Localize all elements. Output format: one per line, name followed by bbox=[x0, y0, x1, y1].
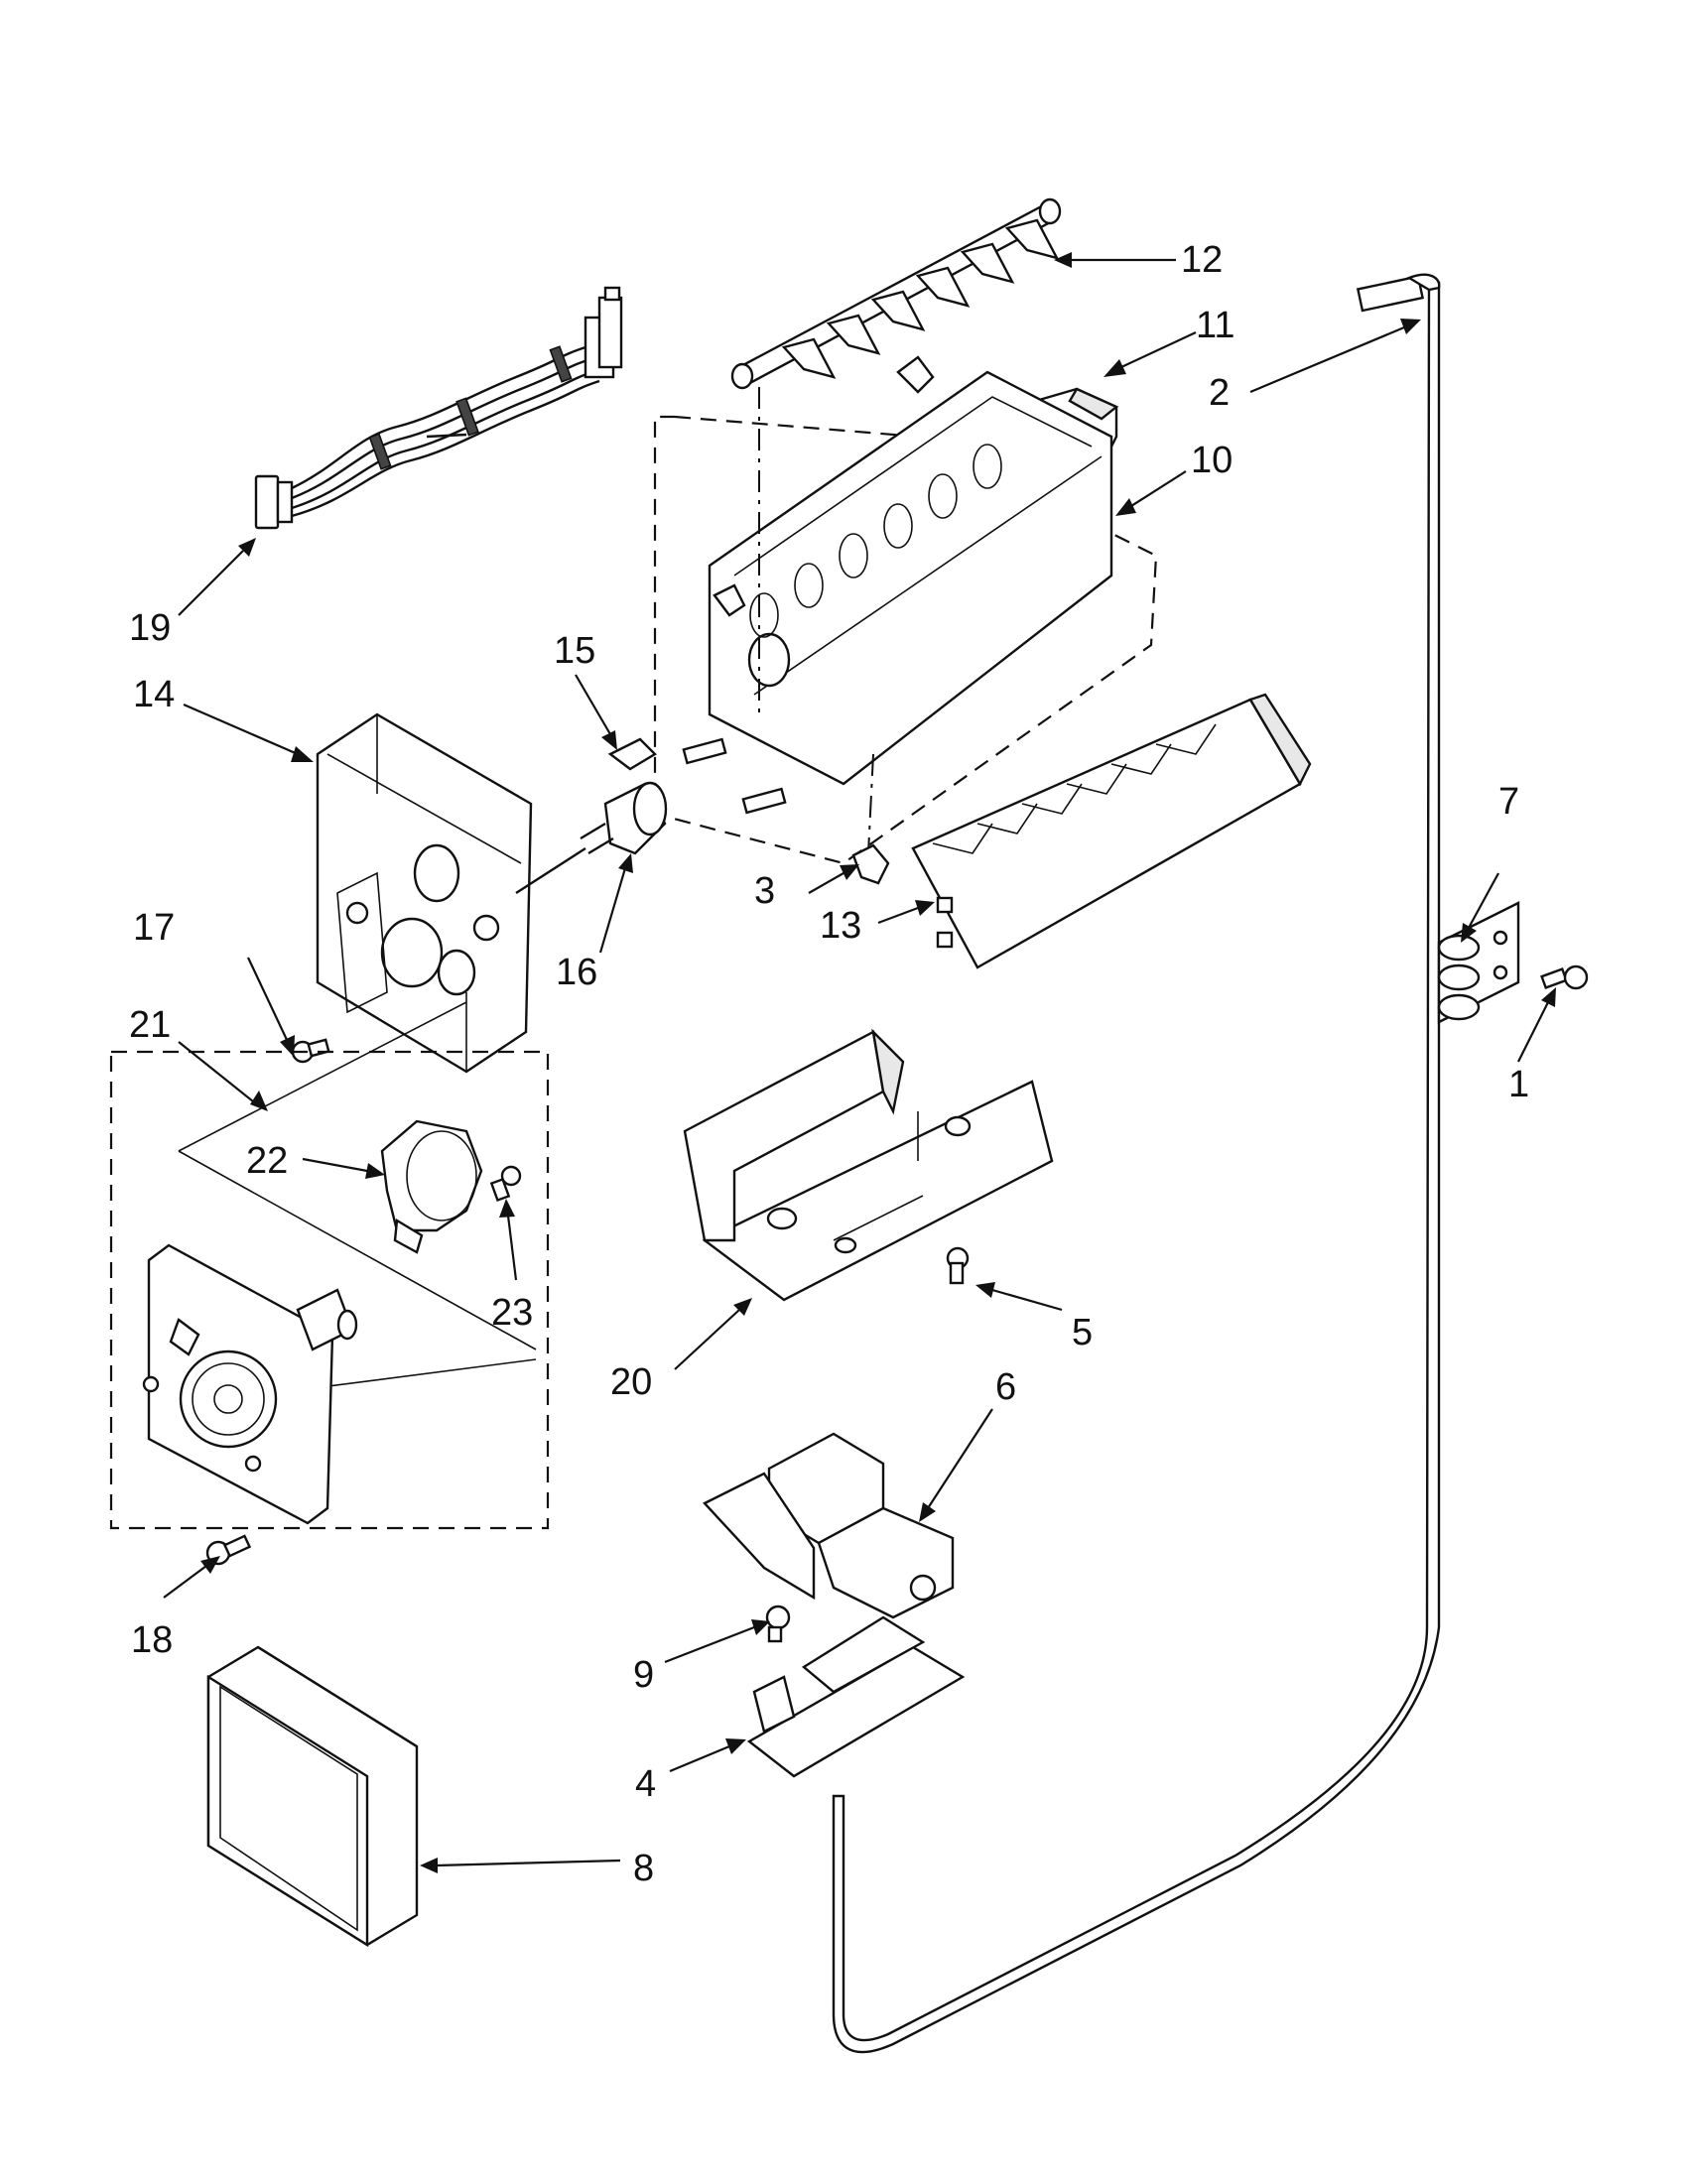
label-part-10: 10 bbox=[1191, 440, 1233, 481]
alignment-line bbox=[867, 753, 874, 854]
box-part-8 bbox=[206, 1645, 419, 1948]
motor-kit-boundary-part-21 bbox=[109, 1050, 550, 1530]
label-part-6: 6 bbox=[995, 1366, 1016, 1408]
label-part-20: 20 bbox=[610, 1361, 652, 1403]
label-part-13: 13 bbox=[820, 905, 861, 947]
label-part-18: 18 bbox=[131, 1619, 173, 1661]
tray-part-20 bbox=[683, 1028, 1054, 1302]
ejector-part-12 bbox=[730, 197, 1062, 390]
clip-part-3 bbox=[851, 843, 890, 885]
bracket-part-4 bbox=[746, 1615, 966, 1778]
connector-line bbox=[178, 1001, 467, 1152]
label-part-4: 4 bbox=[635, 1763, 656, 1805]
label-part-11: 11 bbox=[1196, 305, 1234, 346]
part-labels: 12 11 2 10 15 14 19 16 17 21 22 23 18 20… bbox=[129, 239, 1529, 1889]
label-part-8: 8 bbox=[633, 1848, 654, 1889]
connector-line bbox=[515, 846, 586, 895]
connector-line bbox=[178, 1150, 537, 1350]
label-part-16: 16 bbox=[556, 952, 597, 993]
label-part-23: 23 bbox=[491, 1292, 533, 1334]
control-housing-part-14 bbox=[316, 712, 533, 1074]
label-part-3: 3 bbox=[754, 870, 775, 912]
label-part-17: 17 bbox=[133, 907, 175, 949]
clamp-part-7 bbox=[1437, 901, 1520, 1024]
label-part-21: 21 bbox=[129, 1004, 171, 1046]
motor-plate-part-21 bbox=[142, 1243, 358, 1525]
wire-harness-part-19 bbox=[254, 286, 623, 530]
label-part-22: 22 bbox=[246, 1140, 288, 1182]
stripper-part-13 bbox=[911, 693, 1312, 969]
screw-part-9 bbox=[765, 1605, 791, 1643]
label-part-15: 15 bbox=[554, 630, 595, 672]
label-part-14: 14 bbox=[133, 674, 175, 715]
label-part-2: 2 bbox=[1209, 372, 1230, 414]
label-part-12: 12 bbox=[1181, 239, 1223, 281]
label-part-1: 1 bbox=[1508, 1064, 1529, 1105]
fill-tube-part-2 bbox=[832, 273, 1441, 2054]
leader-lines bbox=[163, 252, 1556, 1873]
screw-part-1 bbox=[1540, 964, 1589, 990]
water-valve-part-6 bbox=[703, 1432, 955, 1619]
label-part-9: 9 bbox=[633, 1654, 654, 1696]
label-part-19: 19 bbox=[129, 607, 171, 649]
screw-part-5 bbox=[946, 1246, 970, 1285]
label-part-7: 7 bbox=[1498, 781, 1519, 823]
label-part-5: 5 bbox=[1072, 1312, 1093, 1353]
screw-part-23 bbox=[489, 1165, 522, 1203]
motor-part-22 bbox=[380, 1119, 483, 1254]
clip-part-15 bbox=[607, 737, 657, 771]
thermostat-part-16 bbox=[580, 781, 668, 855]
